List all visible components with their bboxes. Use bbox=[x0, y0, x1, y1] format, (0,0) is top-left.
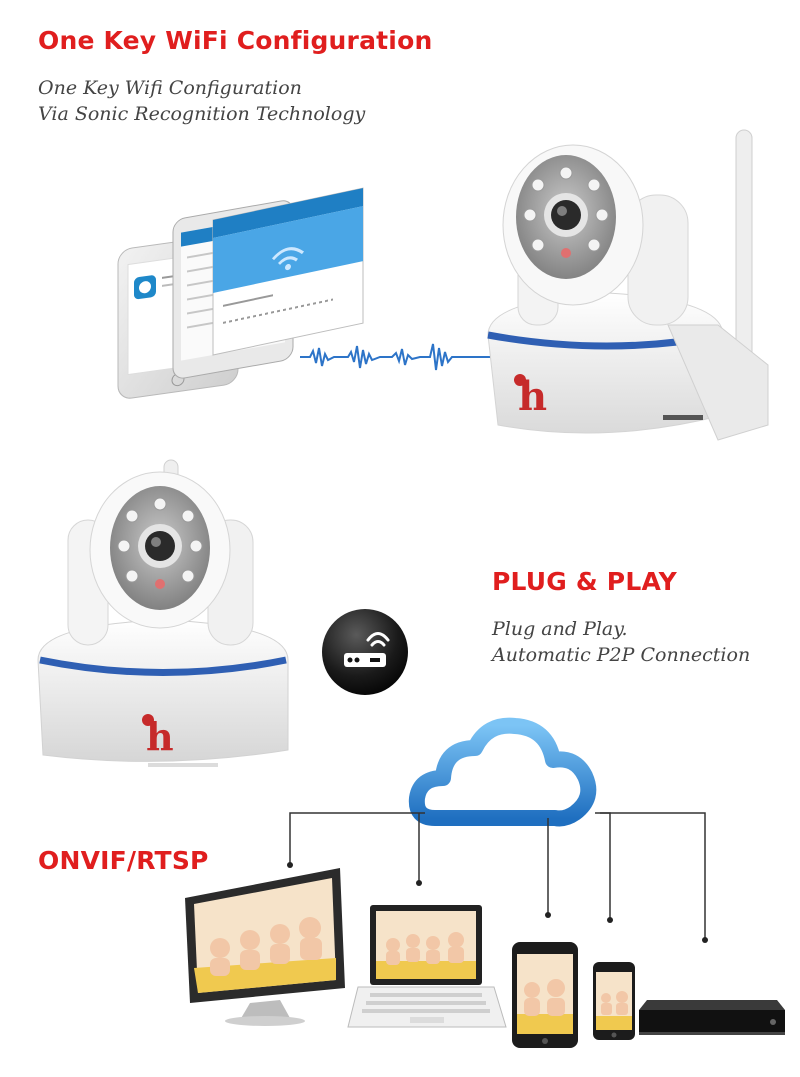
sound-wave-icon bbox=[300, 343, 490, 371]
router-icon bbox=[322, 609, 408, 695]
laptop-icon bbox=[347, 905, 507, 1028]
phone-icon bbox=[593, 962, 635, 1040]
nvr-icon bbox=[639, 1000, 785, 1035]
monitor-icon bbox=[185, 868, 345, 1026]
camera-icon: h bbox=[487, 129, 769, 441]
plug-play-description: Plug and Play. Automatic P2P Connection bbox=[492, 616, 750, 668]
connector-lines bbox=[287, 812, 708, 943]
plug-play-line-2: Automatic P2P Connection bbox=[492, 644, 751, 666]
cloud-icon bbox=[408, 717, 597, 827]
plug-play-title: PLUG & PLAY bbox=[492, 567, 677, 596]
wifi-config-title: One Key WiFi Configuration bbox=[38, 26, 433, 55]
plug-play-line-1: Plug and Play. bbox=[492, 618, 628, 640]
tablet-icon bbox=[512, 942, 578, 1048]
wifi-config-description: One Key Wifi Configuration Via Sonic Rec… bbox=[38, 75, 365, 127]
wifi-config-line-2: Via Sonic Recognition Technology bbox=[38, 103, 366, 125]
wifi-config-line-1: One Key Wifi Configuration bbox=[38, 77, 302, 99]
smartphone-icon bbox=[117, 187, 364, 399]
camera-icon: h bbox=[37, 459, 289, 767]
onvif-rtsp-title: ONVIF/RTSP bbox=[38, 846, 209, 875]
